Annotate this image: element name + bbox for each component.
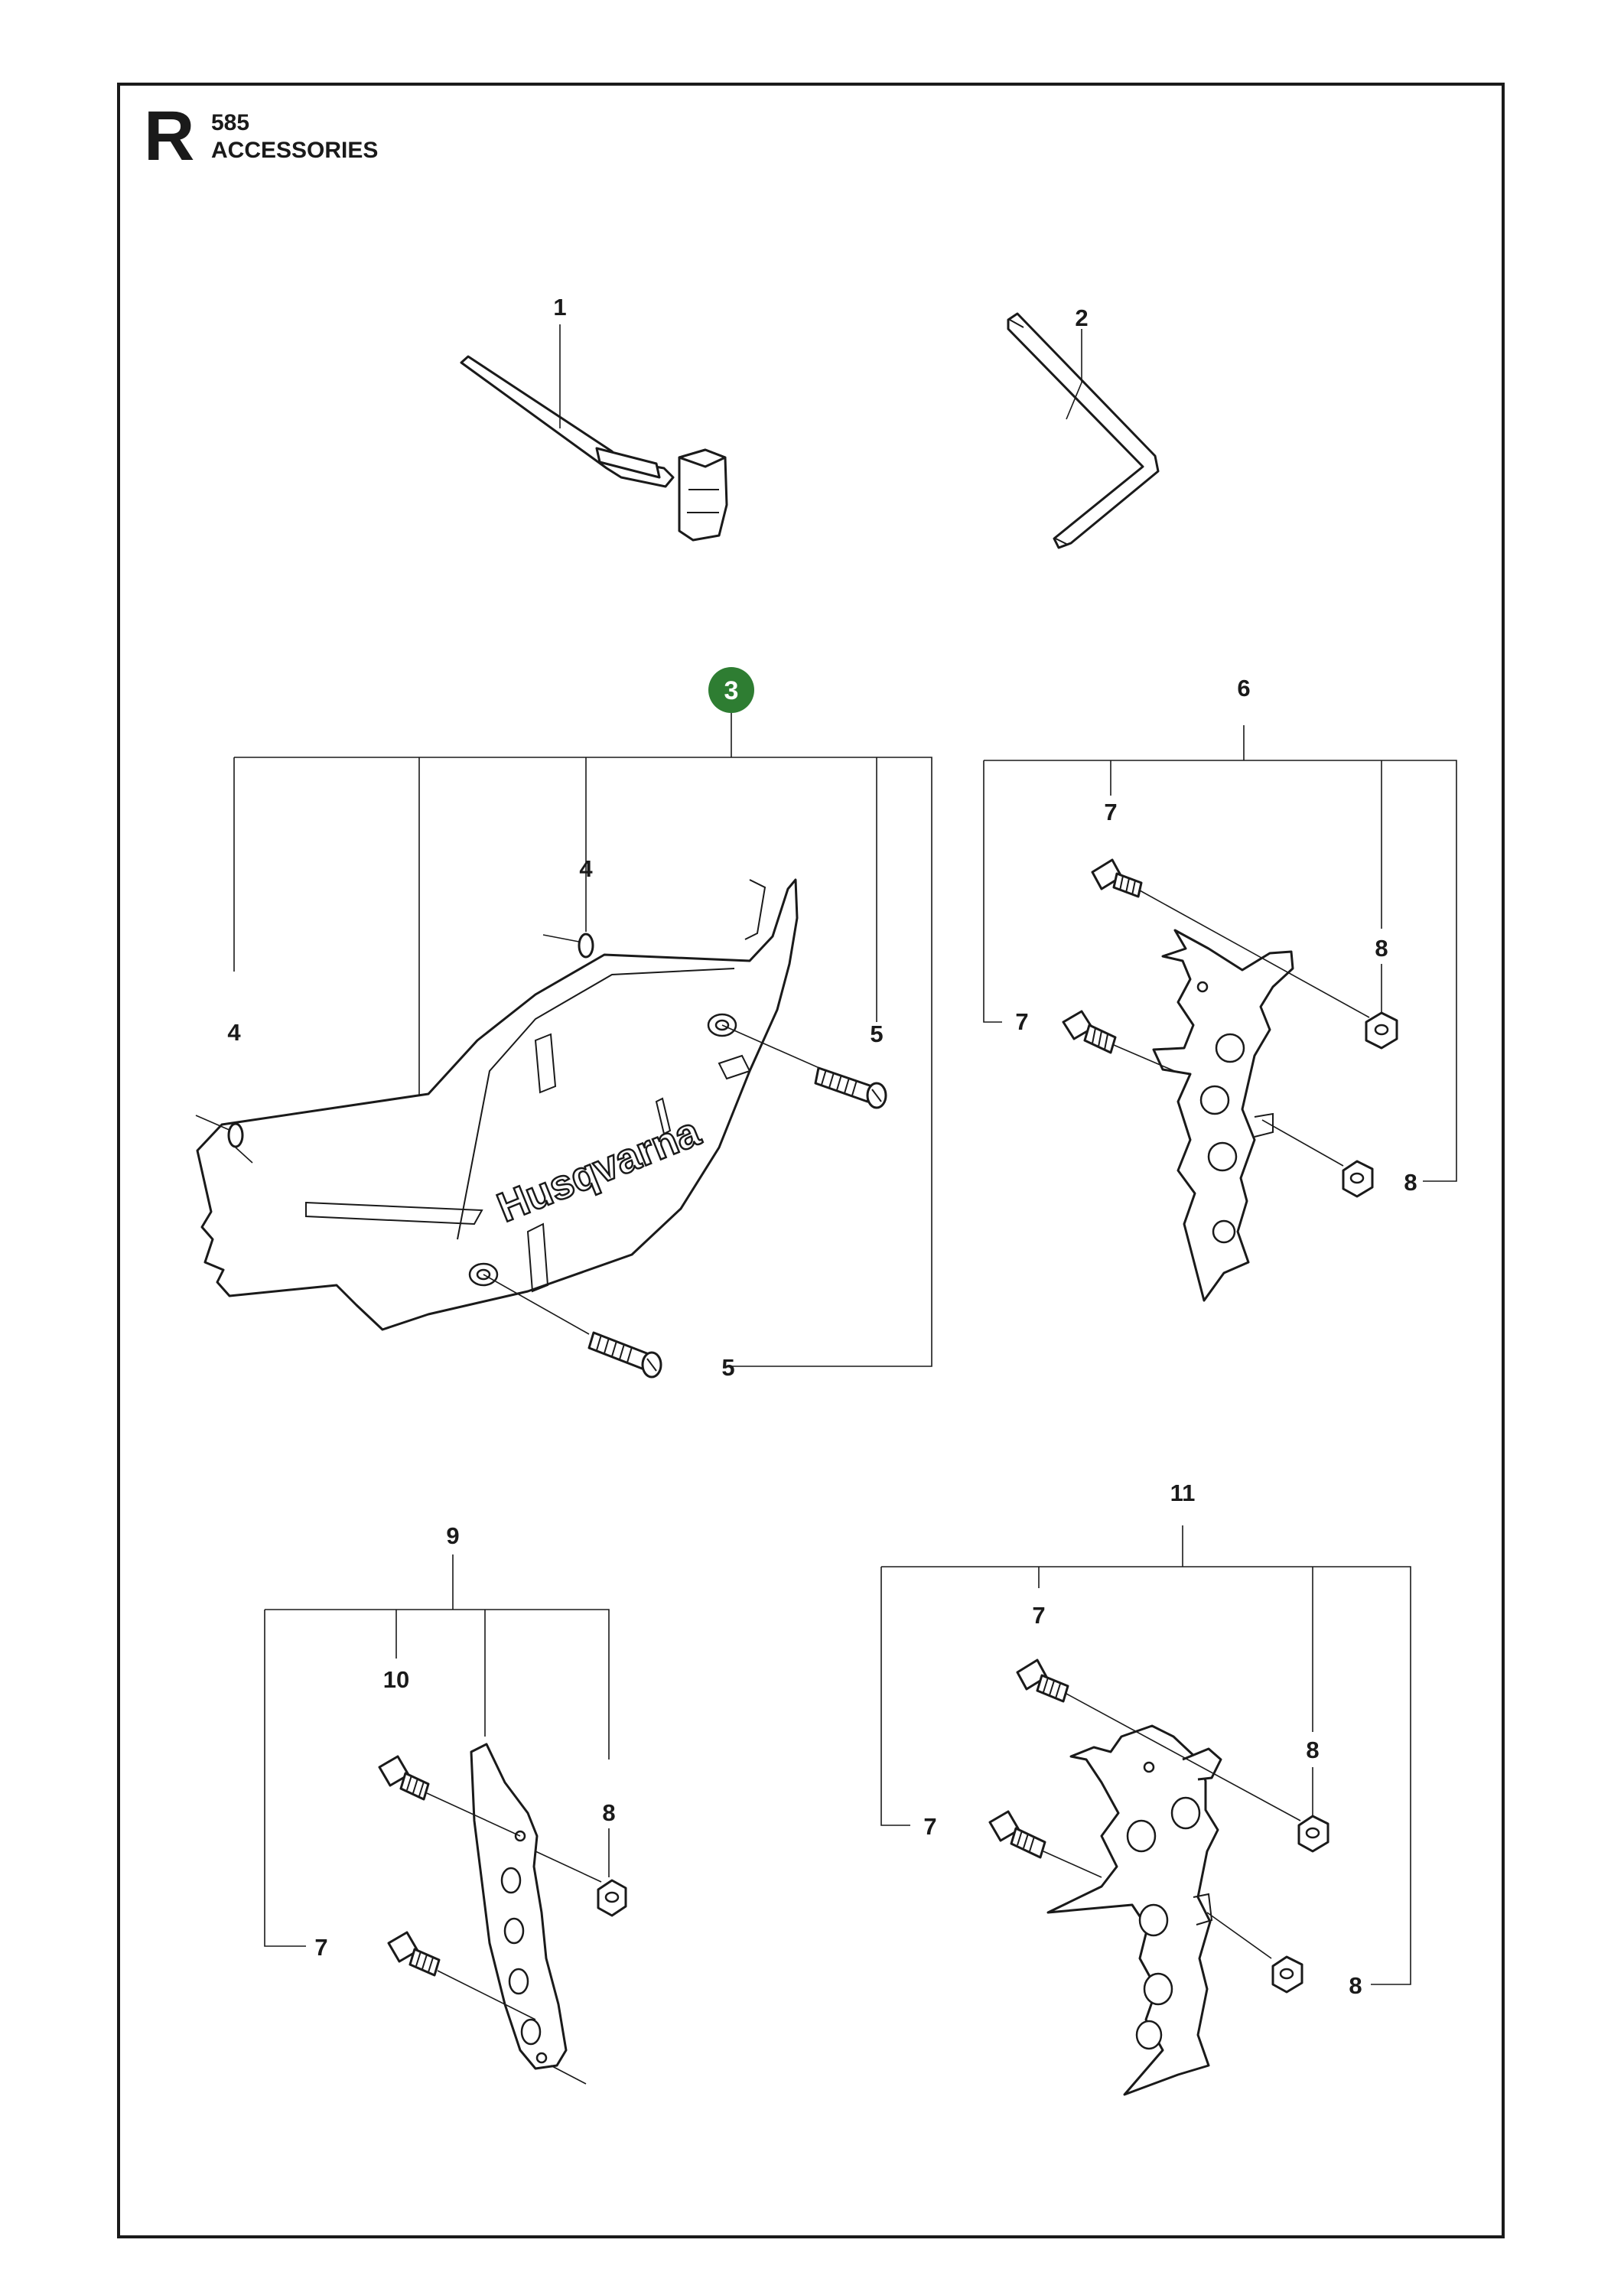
callout-8a: 8: [1375, 935, 1388, 962]
part-7-screw-6b[interactable]: [1062, 1010, 1117, 1054]
part-8-nut-9[interactable]: [597, 1879, 627, 1917]
part-5-screw-bottom[interactable]: [587, 1331, 662, 1379]
part-7-screw-11b[interactable]: [988, 1810, 1046, 1859]
callout-4b: 4: [227, 1019, 241, 1046]
part-9-spike-small[interactable]: [470, 1743, 568, 2070]
highlight-badge[interactable]: [708, 667, 754, 713]
callout-7e: 7: [923, 1813, 936, 1840]
part-1-combination-wrench[interactable]: [460, 355, 728, 542]
callout-1: 1: [553, 294, 566, 321]
part-10-screw[interactable]: [378, 1755, 430, 1801]
callout-10: 10: [383, 1666, 409, 1693]
part-4-o-ring-bottom[interactable]: [227, 1122, 244, 1148]
callout-8d: 8: [1306, 1737, 1319, 1763]
callout-7a: 7: [1104, 799, 1117, 825]
part-5-screw-top[interactable]: [814, 1066, 887, 1109]
callout-6: 6: [1237, 675, 1250, 702]
callout-5a: 5: [870, 1021, 883, 1047]
section-letter: R: [144, 97, 195, 175]
callout-4a: 4: [579, 855, 593, 882]
callout-7d: 7: [1032, 1602, 1045, 1629]
callout-7b: 7: [1015, 1008, 1028, 1035]
callout-8c: 8: [602, 1799, 615, 1826]
callout-5b: 5: [721, 1354, 734, 1381]
part-8-nut-6b[interactable]: [1342, 1160, 1374, 1198]
callout-8b: 8: [1404, 1169, 1417, 1196]
callout-3: 3: [724, 676, 739, 705]
part-7-screw-6a[interactable]: [1091, 858, 1143, 898]
callout-9: 9: [446, 1522, 459, 1549]
part-4-o-ring-top[interactable]: [578, 933, 594, 959]
part-3-chain-brake-cover[interactable]: Husqvarna: [196, 878, 799, 1331]
part-7-screw-9[interactable]: [387, 1931, 441, 1977]
callout-7c: 7: [314, 1934, 327, 1961]
part-8-nut-11a[interactable]: [1297, 1815, 1329, 1853]
part-8-nut-6a[interactable]: [1365, 1011, 1398, 1050]
part-6-bumper-spike[interactable]: [1152, 929, 1294, 1302]
page-title: ACCESSORIES: [211, 138, 379, 163]
part-2-hex-key[interactable]: [1007, 312, 1160, 549]
model-number: 585: [211, 110, 250, 135]
callout-8e: 8: [1349, 1972, 1362, 1999]
part-8-nut-11b[interactable]: [1271, 1955, 1303, 1994]
part-7-screw-11a[interactable]: [1016, 1659, 1069, 1703]
drawing-frame: [117, 83, 1505, 2238]
part-11-bumper-spike[interactable]: [1046, 1724, 1222, 2096]
callout-11: 11: [1170, 1480, 1196, 1506]
callout-2: 2: [1075, 304, 1088, 331]
